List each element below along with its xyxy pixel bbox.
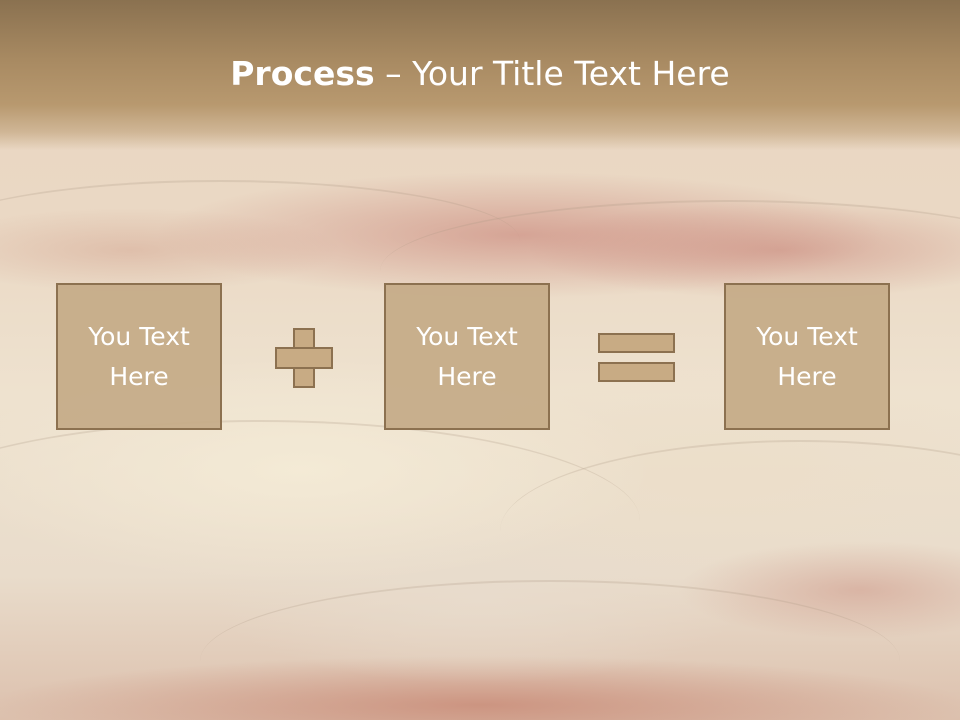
process-box-label: You Text Here [88, 321, 190, 391]
title-separator: – [374, 54, 413, 93]
equals-icon-top-bar [598, 333, 675, 353]
process-box-2[interactable]: You Text Here [384, 283, 550, 430]
process-box-3[interactable]: You Text Here [724, 283, 890, 430]
process-box-1[interactable]: You Text Here [56, 283, 222, 430]
process-box-label: You Text Here [416, 321, 518, 391]
hill-ridge [0, 420, 640, 622]
plus-icon-center [295, 349, 313, 367]
title-text: Your Title Text Here [412, 54, 730, 93]
hill-ridge [200, 580, 900, 720]
hill-ridge [380, 200, 960, 342]
equals-icon-bottom-bar [598, 362, 675, 382]
title-band [0, 0, 960, 150]
hill-ridge [0, 180, 520, 302]
title-bold-part: Process [230, 54, 375, 93]
process-box-label: You Text Here [756, 321, 858, 391]
slide-title[interactable]: Process – Your Title Text Here [0, 52, 960, 96]
